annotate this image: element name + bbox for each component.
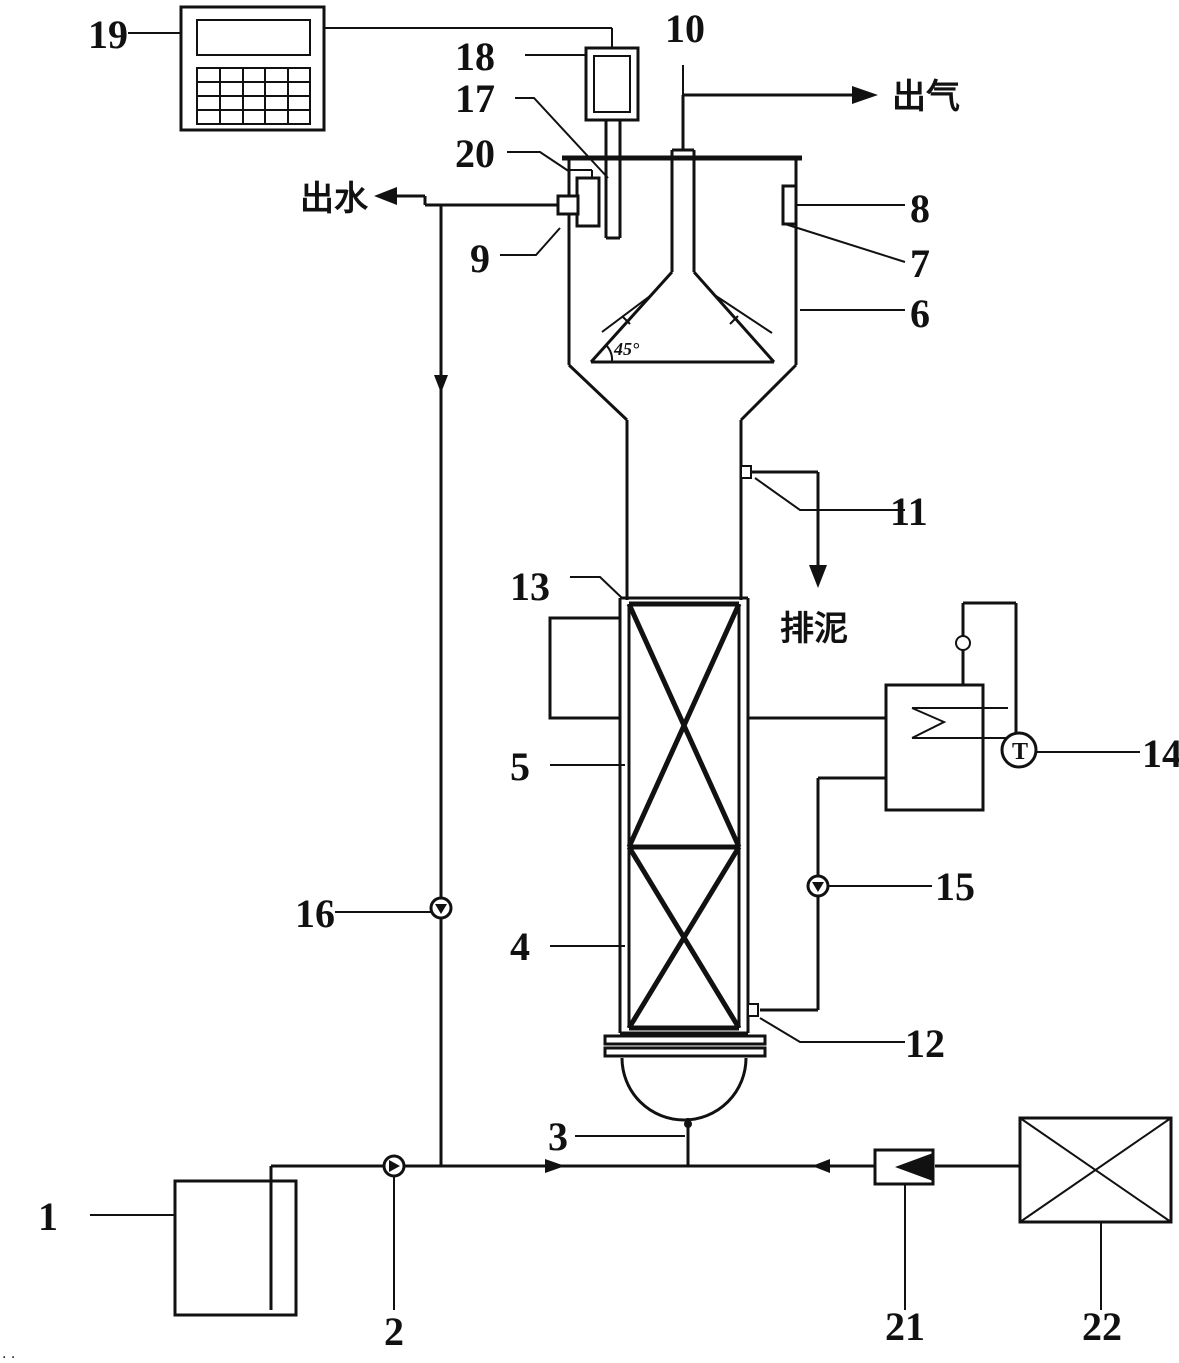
angle-label: 45° xyxy=(613,339,640,359)
reactor-neck xyxy=(625,420,743,600)
label-4: 4 xyxy=(510,924,530,969)
effluent-weir xyxy=(556,169,601,228)
label-1: 1 xyxy=(38,1194,58,1239)
label-7: 7 xyxy=(910,241,930,286)
reactor-bottom xyxy=(603,1034,767,1166)
label-13: 13 xyxy=(510,564,550,609)
gas-out-arrow xyxy=(852,86,878,104)
corner-mark: . . xyxy=(2,1346,15,1362)
label-21: 21 xyxy=(885,1304,925,1349)
water-out-arrow xyxy=(374,187,397,205)
label-10: 10 xyxy=(665,6,705,51)
leader-lines xyxy=(90,32,1140,1310)
water-out-label: 出水 xyxy=(300,179,369,219)
thermostat-icon xyxy=(1000,731,1038,769)
water-bath: T xyxy=(748,601,1038,812)
label-20: 20 xyxy=(455,131,495,176)
label-11: 11 xyxy=(890,489,928,534)
gas-separator-hood: 45° xyxy=(589,148,776,364)
label-8: 8 xyxy=(910,186,930,231)
sludge-discharge: 排泥 xyxy=(740,465,848,649)
sampling-bracket xyxy=(548,616,620,720)
reaction-zone xyxy=(618,596,750,1035)
sludge-out-label: 排泥 xyxy=(780,609,848,649)
label-3: 3 xyxy=(548,1114,568,1159)
gas-outlet: 出气 xyxy=(681,77,960,150)
controller-unit xyxy=(179,5,613,132)
circulation-loop xyxy=(747,776,886,1017)
settling-zone-vessel xyxy=(562,155,802,422)
gas-supply xyxy=(873,1116,1173,1224)
label-5: 5 xyxy=(510,744,530,789)
label-22: 22 xyxy=(1082,1304,1122,1349)
gas-out-label: 出气 xyxy=(892,77,960,117)
thermostat-label: T xyxy=(1012,739,1028,765)
label-9: 9 xyxy=(470,236,490,281)
effluent-line: 出水 xyxy=(300,179,558,1166)
label-12: 12 xyxy=(905,1021,945,1066)
feed-tank xyxy=(173,1166,298,1317)
label-18: 18 xyxy=(455,34,495,79)
label-14: 14 xyxy=(1142,731,1179,776)
label-17: 17 xyxy=(455,76,495,121)
sensor-probe xyxy=(584,46,640,240)
label-19: 19 xyxy=(88,12,128,57)
label-16: 16 xyxy=(295,891,335,936)
label-2: 2 xyxy=(384,1309,404,1354)
level-sensor xyxy=(781,184,798,226)
label-6: 6 xyxy=(910,291,930,336)
label-15: 15 xyxy=(935,864,975,909)
